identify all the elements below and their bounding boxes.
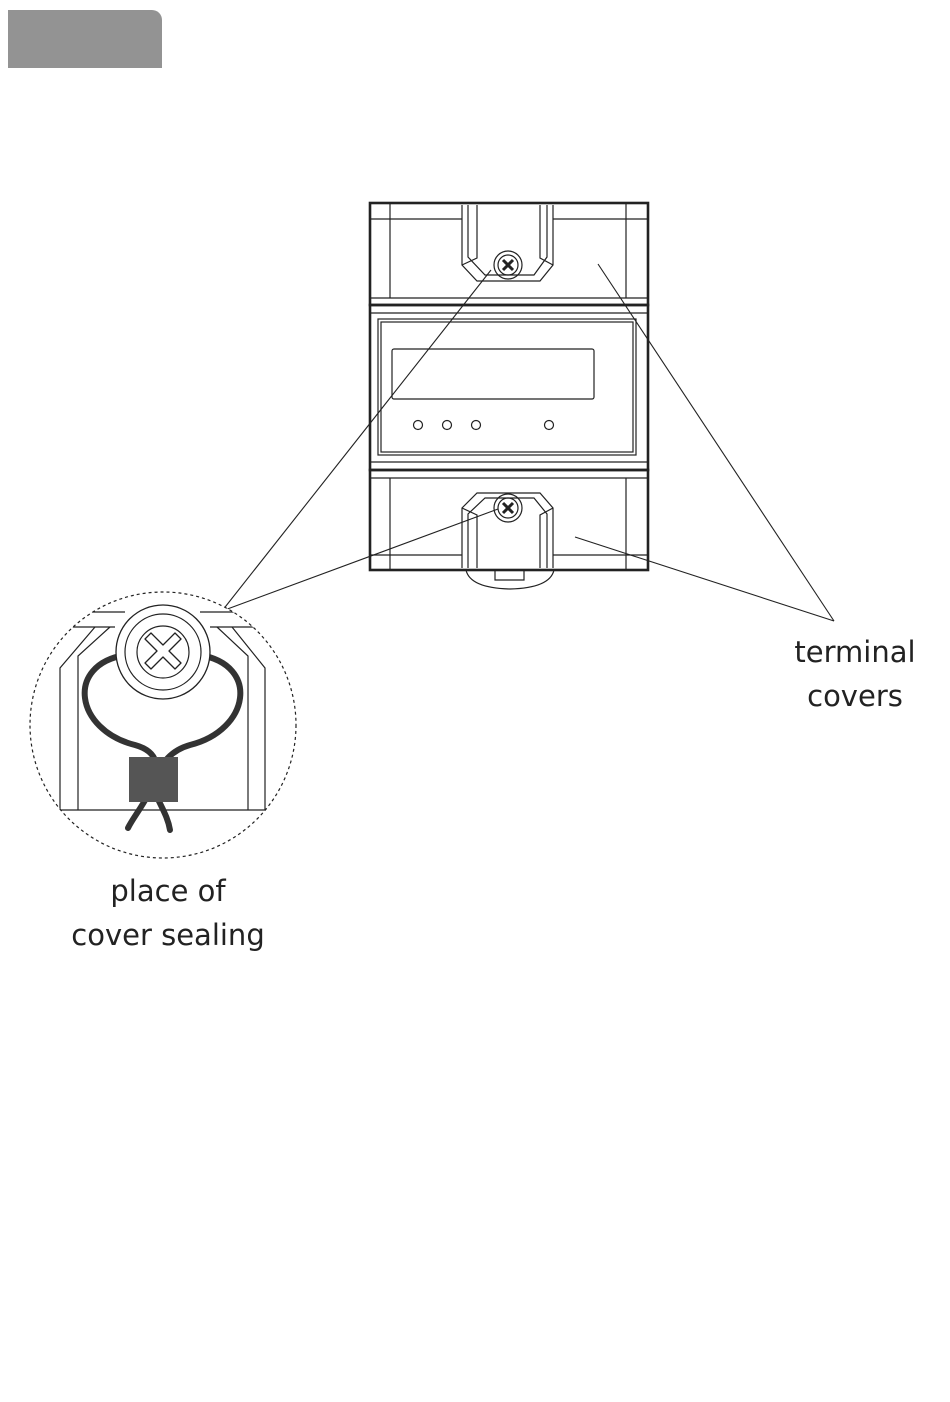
leader-seal-top [222, 270, 491, 611]
led-indicator-1 [414, 421, 423, 430]
leader-seal-bottom [222, 509, 498, 611]
energy-meter [370, 203, 648, 589]
led-indicator-3 [472, 421, 481, 430]
terminal-covers-label-line1: terminal [794, 635, 915, 669]
top-terminal-cover [462, 205, 553, 281]
din-clip-slot [495, 571, 524, 580]
led-indicator-4 [545, 421, 554, 430]
led-indicator-2 [443, 421, 452, 430]
terminal-covers-label-line2: covers [807, 679, 903, 713]
lead-seal [129, 757, 178, 802]
sealing-label-line1: place of [110, 874, 226, 908]
leader-terminal-bottom [575, 537, 834, 621]
top-screw-icon [503, 260, 513, 270]
bottom-screw-icon [503, 503, 513, 513]
top-terminal-section [370, 203, 648, 305]
middle-section [370, 305, 648, 470]
leader-lines [222, 264, 834, 621]
sealing-label-line2: cover sealing [71, 918, 264, 952]
seal-detail [20, 592, 300, 858]
display-bezel [378, 319, 636, 455]
